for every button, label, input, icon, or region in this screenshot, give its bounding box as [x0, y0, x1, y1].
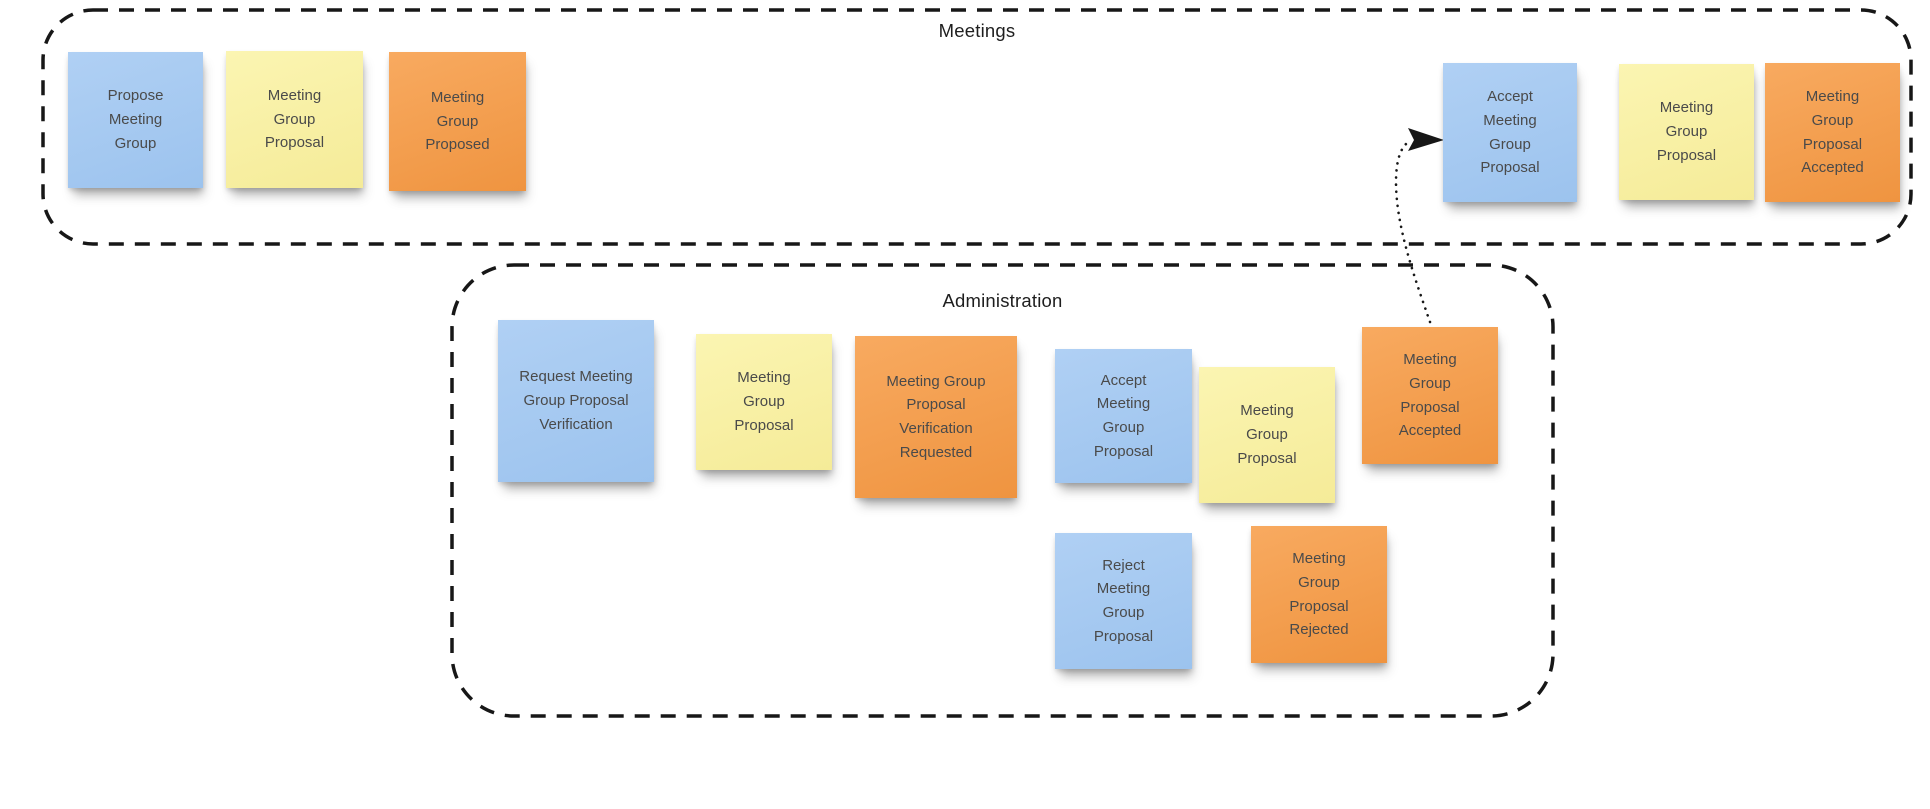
administration-frame-border	[450, 263, 1555, 718]
sticky-note-request-meeting-group-proposal-verification[interactable]: Request Meeting Group Proposal Verificat…	[498, 320, 654, 482]
connector-dotted-line	[1394, 142, 1432, 324]
sticky-note-meeting-group-proposal-rejected[interactable]: Meeting Group Proposal Rejected	[1251, 526, 1387, 663]
sticky-note-meeting-group-proposal[interactable]: Meeting Group Proposal	[696, 334, 832, 470]
sticky-note-propose-meeting-group[interactable]: Propose Meeting Group	[68, 52, 203, 188]
sticky-note-meeting-group-proposal-accepted[interactable]: Meeting Group Proposal Accepted	[1765, 63, 1900, 202]
sticky-note-meeting-group-proposal[interactable]: Meeting Group Proposal	[1199, 367, 1335, 503]
meetings-frame-border	[41, 8, 1913, 246]
sticky-note-meeting-group-proposal[interactable]: Meeting Group Proposal	[226, 51, 363, 188]
sticky-note-meeting-group-proposal[interactable]: Meeting Group Proposal	[1619, 64, 1754, 200]
sticky-note-meeting-group-proposal-accepted[interactable]: Meeting Group Proposal Accepted	[1362, 327, 1498, 464]
sticky-note-reject-meeting-group-proposal[interactable]: Reject Meeting Group Proposal	[1055, 533, 1192, 669]
sticky-note-accept-meeting-group-proposal[interactable]: Accept Meeting Group Proposal	[1443, 63, 1577, 202]
sticky-note-meeting-group-proposed[interactable]: Meeting Group Proposed	[389, 52, 526, 191]
administration-frame-label[interactable]: Administration	[942, 290, 1063, 311]
sticky-note-meeting-group-proposal-verification-requested[interactable]: Meeting Group Proposal Verification Requ…	[855, 336, 1017, 498]
sticky-note-accept-meeting-group-proposal[interactable]: Accept Meeting Group Proposal	[1055, 349, 1192, 483]
meetings-frame-label[interactable]: Meetings	[938, 20, 1016, 41]
connector-arrowhead-icon	[1408, 128, 1444, 151]
